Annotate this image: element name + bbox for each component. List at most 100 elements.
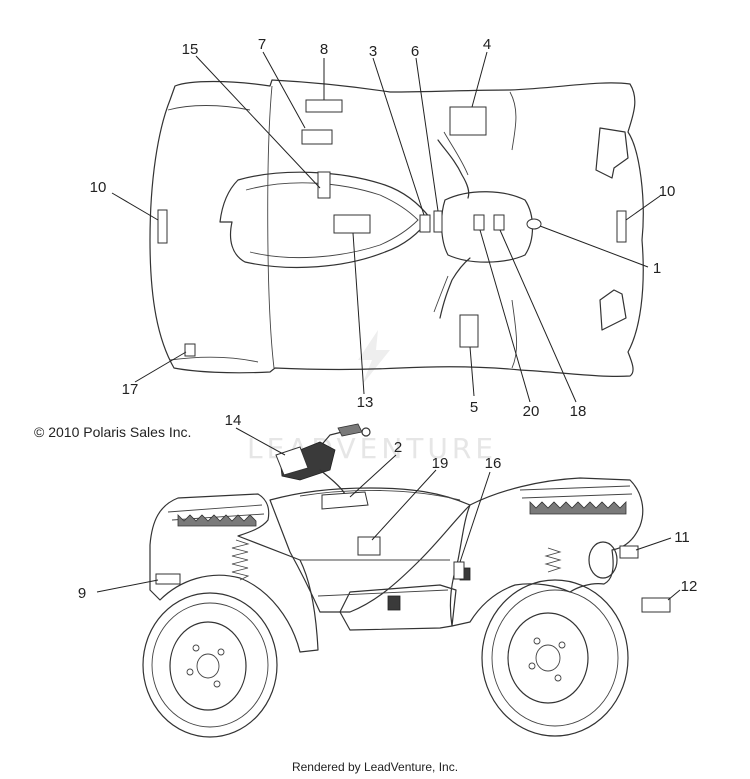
top-view-body-outline [149,79,644,377]
decal-3 [419,214,431,233]
handlebar-upper-grip [443,131,469,176]
decal-1 [526,218,542,230]
steering-column [319,469,346,495]
callout-17: 17 [122,381,139,398]
callout-labels: 8 7 15 3 6 4 10 10 1 17 13 5 20 18 14 2 … [78,36,698,602]
decal-6 [433,210,443,233]
decal-15 [317,171,331,199]
decal-7 [301,129,333,145]
callout-5: 5 [470,399,478,416]
rear-rack-teeth [177,514,257,527]
callout-18: 18 [570,403,587,420]
fuel-tank-outline [441,191,534,263]
rear-rack-line [267,85,275,369]
handlebar-upper [437,139,470,199]
callout-9: 9 [78,585,86,602]
side-view [142,423,671,738]
front-rack [519,485,633,499]
callout-6: 6 [411,43,419,60]
front-fender-upper [509,91,517,151]
footwell [339,584,457,631]
side-leaders [96,427,681,601]
frame-rail [300,559,450,597]
decal-5 [459,314,479,348]
callout-7: 7 [258,36,266,53]
engine-part [387,595,401,611]
front-vent-lower [599,289,627,331]
seat-outline [219,171,431,269]
rear-wheel [142,592,278,738]
copyright-text: © 2010 Polaris Sales Inc. [34,424,192,440]
callout-8: 8 [320,41,328,58]
callout-12: 12 [681,578,698,595]
front-fender [449,477,644,627]
leader-10a [111,192,159,221]
seat-top [299,489,461,501]
decal-12 [641,597,671,613]
leader-7 [262,51,306,129]
decal-19 [357,536,381,556]
leader-17 [134,351,187,383]
decal-8 [305,99,343,113]
leader-10b [625,195,661,221]
callout-4: 4 [483,36,491,53]
callout-3: 3 [369,43,377,60]
leader-20 [479,229,531,403]
decal-11 [619,545,639,559]
callout-20: 20 [523,403,540,420]
leader-2 [349,454,397,498]
rear-fender-edge-lower [169,356,259,363]
decal-17 [184,343,196,357]
front-shock [544,547,562,573]
decal-4 [449,106,487,136]
leader-6 [415,57,439,212]
decal-9 [155,573,181,585]
front-rack-teeth [529,501,627,515]
leader-15 [195,55,321,189]
decal-18 [493,214,505,231]
leader-4 [471,51,488,108]
decal-16 [453,561,465,580]
leader-12 [667,589,681,601]
decal-13 [333,214,371,234]
front-fender-lower [511,299,518,369]
leader-16 [459,471,491,563]
leader-13 [352,232,365,395]
callout-10-rear: 10 [90,179,107,196]
rear-shock [231,539,250,581]
mirror-knob [361,427,371,437]
decal-10-front [616,210,627,243]
leader-3 [372,57,425,216]
callout-15: 15 [182,41,199,58]
callout-1: 1 [653,260,661,277]
decal-10-rear [157,209,168,244]
front-vent-upper [595,127,629,179]
headlight [588,541,618,579]
rear-fender-edge [167,105,251,111]
footer-credit: Rendered by LeadVenture, Inc. [291,760,459,774]
callout-10-front: 10 [659,183,676,200]
leader-5 [469,346,475,397]
leader-19 [371,469,437,541]
leader-14 [235,427,286,456]
callout-13: 13 [357,394,374,411]
callout-19: 19 [432,455,449,472]
rear-fender [149,493,319,653]
handlebar-lower [439,257,471,319]
main-body [269,487,471,613]
decal-20 [473,214,485,231]
handlebar-lower-grip [433,275,449,313]
leader-18 [499,229,577,403]
top-view [149,79,644,377]
top-leaders [111,51,661,403]
callout-2: 2 [394,439,402,456]
callout-16: 16 [485,455,502,472]
front-wheel [481,579,629,737]
watermark-logo-icon [358,330,390,385]
seat-inner [245,182,419,259]
callout-11: 11 [674,529,690,546]
leader-1 [539,225,649,268]
callout-14: 14 [225,412,242,429]
decal-2 [321,491,369,510]
